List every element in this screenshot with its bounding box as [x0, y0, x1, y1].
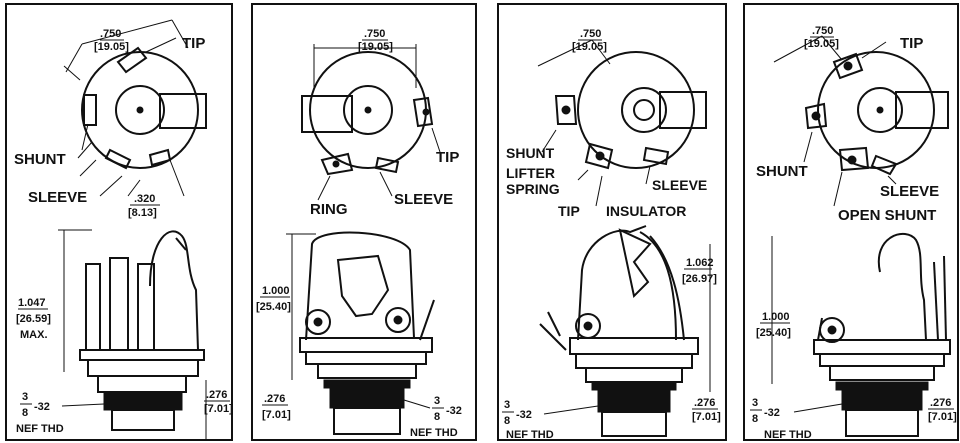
panel-1-thread-suffix: -32	[34, 401, 50, 413]
panel-2-top-view	[301, 44, 441, 201]
panel-2-thread-den: 8	[434, 411, 440, 423]
panel-1-label-shunt: SHUNT	[14, 151, 66, 168]
panel-4-thread-suffix: -32	[764, 407, 780, 419]
panel-1-extra-inch: .320	[134, 193, 155, 205]
panel-3-side-view	[539, 225, 711, 437]
panel-4-frame	[743, 3, 959, 441]
panel-3-thread-num: 3	[504, 399, 510, 411]
panel-3-top-view	[537, 39, 707, 207]
panel-1-thread-note: NEF THD	[16, 423, 64, 435]
panel-2-base-inch: .276	[264, 393, 285, 405]
panel-4-top-view	[773, 35, 949, 207]
panel-4: .750 [19.05] TIP SHUNT SLEEVE OPEN SHUNT…	[743, 3, 959, 441]
panel-4-height-inch: 1.000	[762, 311, 790, 323]
panel-4-thread-note: NEF THD	[764, 429, 812, 441]
panel-2-width-inch: .750	[364, 28, 385, 40]
panel-1-thread-den: 8	[22, 407, 28, 419]
panel-3-base-inch: .276	[694, 397, 715, 409]
panel-4-base-inch: .276	[930, 397, 951, 409]
panel-2-label-tip: TIP	[436, 149, 459, 166]
panel-1-width-inch: .750	[100, 28, 121, 40]
panel-1-base-mm: [7.01]	[204, 403, 233, 415]
panel-4-label-sleeve: SLEEVE	[880, 183, 939, 200]
panel-1-thread-num: 3	[22, 391, 28, 403]
panel-2-base-mm: [7.01]	[262, 409, 291, 421]
panel-4-thread-den: 8	[752, 413, 758, 425]
panel-3-height-mm: [26.97]	[682, 273, 717, 285]
panel-3-width-inch: .750	[580, 28, 601, 40]
panel-4-height-mm: [25.40]	[756, 327, 791, 339]
panel-3-thread-suffix: -32	[516, 409, 532, 421]
panel-3-label-lifter: LIFTER	[506, 165, 555, 181]
panel-2-thread-note: NEF THD	[410, 427, 458, 439]
panel-3-label-shunt: SHUNT	[506, 145, 555, 161]
panel-2-height-inch: 1.000	[262, 285, 290, 297]
panel-1-height-note: MAX.	[20, 329, 48, 341]
panel-4-label-tip: TIP	[900, 35, 923, 52]
panel-3-width-mm: [19.05]	[572, 41, 607, 53]
panel-3-label-sleeve: SLEEVE	[652, 177, 707, 193]
panel-1-side-view	[58, 229, 207, 440]
panel-3-label-tip: TIP	[558, 203, 580, 219]
panel-1-label-sleeve: SLEEVE	[28, 189, 87, 206]
panel-4-width-mm: [19.05]	[804, 38, 839, 50]
panel-1-extra-mm: [8.13]	[128, 207, 157, 219]
panel-2-label-sleeve: SLEEVE	[394, 191, 453, 208]
panel-4-base-mm: [7.01]	[928, 411, 957, 423]
panel-2: .750 [19.05] TIP RING SLEEVE 1.000 [25.4…	[251, 3, 477, 441]
panel-3-label-spring: SPRING	[506, 181, 560, 197]
panel-1-frame	[5, 3, 233, 441]
panel-2-label-ring: RING	[310, 201, 348, 218]
panel-2-frame	[251, 3, 477, 441]
panel-1-base-inch: .276	[206, 389, 227, 401]
panel-1-label-tip: TIP	[182, 35, 205, 52]
panel-1-top-view	[63, 19, 207, 197]
panel-3-base-mm: [7.01]	[692, 411, 721, 423]
panel-4-width-inch: .750	[812, 25, 833, 37]
panel-1-height-inch: 1.047	[18, 297, 46, 309]
panel-3: .750 [19.05] SHUNT LIFTER SPRING SLEEVE …	[497, 3, 727, 441]
panel-4-label-open-shunt: OPEN SHUNT	[838, 207, 936, 224]
panel-4-side-view	[771, 232, 951, 437]
panel-2-width-mm: [19.05]	[358, 41, 393, 53]
panel-3-thread-den: 8	[504, 415, 510, 427]
panel-2-thread-suffix: -32	[446, 405, 462, 417]
panel-4-label-shunt: SHUNT	[756, 163, 808, 180]
panel-1-width-mm: [19.05]	[94, 41, 129, 53]
panel-3-label-insulator: INSULATOR	[606, 203, 686, 219]
panel-3-frame	[497, 3, 727, 441]
panel-3-thread-note: NEF THD	[506, 429, 554, 441]
panel-2-side-view	[286, 231, 435, 435]
panel-3-height-inch: 1.062	[686, 257, 714, 269]
panel-2-thread-num: 3	[434, 395, 440, 407]
panel-1: .750 [19.05] TIP SHUNT SLEEVE .320 [8.13…	[5, 3, 233, 441]
panel-2-height-mm: [25.40]	[256, 301, 291, 313]
panel-4-thread-num: 3	[752, 397, 758, 409]
panel-1-height-mm: [26.59]	[16, 313, 51, 325]
